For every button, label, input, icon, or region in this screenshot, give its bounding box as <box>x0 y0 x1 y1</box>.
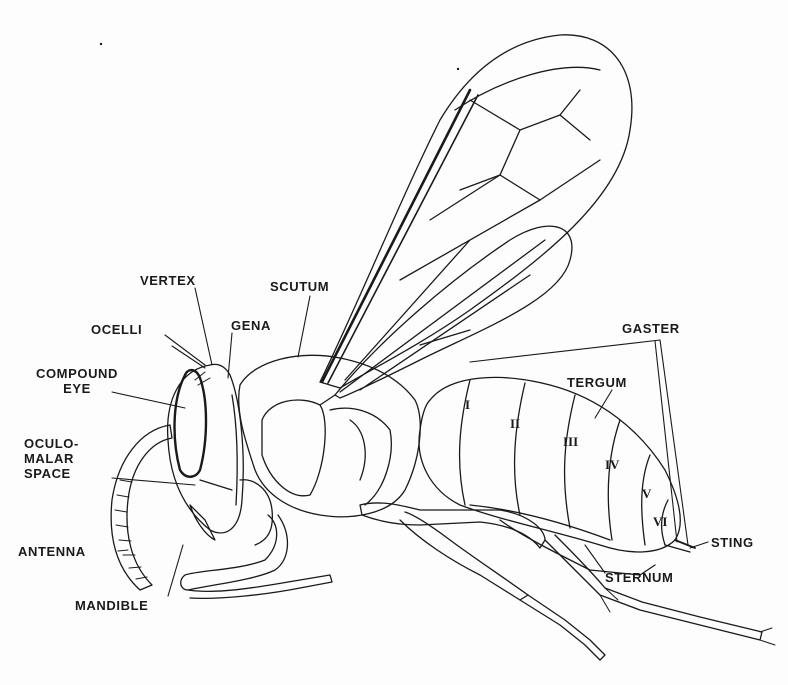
antenna-drawing <box>111 425 172 590</box>
label-vertex: VERTEX <box>140 273 196 288</box>
front-leg <box>181 480 332 599</box>
segment-label-1: I <box>465 397 470 413</box>
label-ocelli: OCELLI <box>91 322 142 337</box>
label-compound-eye: COMPOUND EYE <box>22 366 132 396</box>
label-sting: STING <box>711 535 754 550</box>
segment-label-5: V <box>642 486 651 502</box>
segment-label-2: II <box>510 416 520 432</box>
label-oculo-malar-space: OCULO- MALAR SPACE <box>24 436 79 481</box>
label-tergum: TERGUM <box>567 375 627 390</box>
speck-marks <box>100 43 459 70</box>
label-sternum: STERNUM <box>605 570 673 585</box>
label-gaster: GASTER <box>622 321 680 336</box>
forewing <box>320 35 632 388</box>
legs <box>360 503 775 660</box>
head <box>168 364 244 540</box>
label-antenna: ANTENNA <box>18 544 86 559</box>
label-scutum: SCUTUM <box>270 279 329 294</box>
label-oculo-malar-space-text: OCULO- MALAR SPACE <box>24 436 79 481</box>
label-gena: GENA <box>231 318 271 333</box>
label-mandible: MANDIBLE <box>75 598 148 613</box>
label-compound-eye-text: COMPOUND EYE <box>36 366 118 396</box>
segment-label-4: IV <box>605 457 619 473</box>
hindwing <box>335 226 572 398</box>
segment-label-6: VI <box>653 514 667 530</box>
segment-label-3: III <box>563 434 578 450</box>
